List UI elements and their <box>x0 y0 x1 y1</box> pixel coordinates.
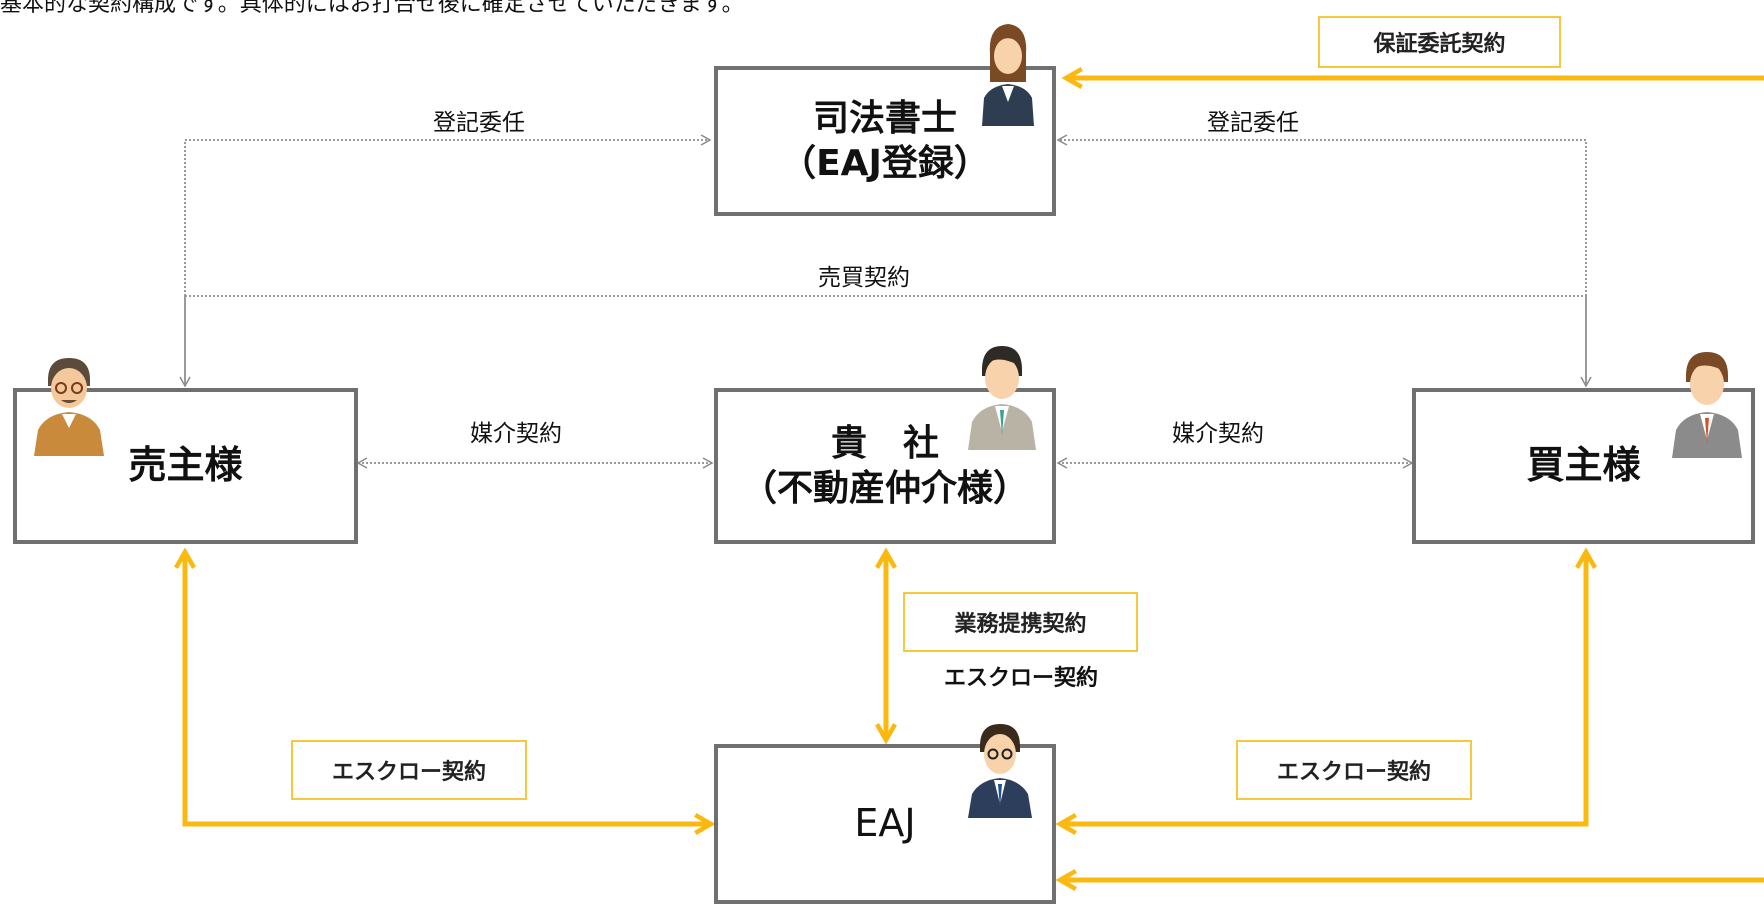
company-person-icon <box>968 346 1036 450</box>
seller-title: 売主様 <box>128 443 243 488</box>
buyer-title: 買主様 <box>1526 443 1641 488</box>
escrow-left-tag: エスクロー契約 <box>291 740 527 800</box>
baibai-label: 売買契約 <box>818 265 910 291</box>
intro-text: 基本的な契約構成です。具体的にはお打合せ後に確定させていただきます。 <box>0 0 744 17</box>
baikai-right-label: 媒介契約 <box>1172 421 1264 447</box>
escrow-left-arrow <box>174 547 716 835</box>
baikai-left-label: 媒介契約 <box>470 421 562 447</box>
toki-left-label: 登記委任 <box>433 110 525 136</box>
buyer-person-icon <box>1672 352 1742 458</box>
escrow-right-arrow <box>1055 547 1597 835</box>
escrow-right-tag: エスクロー契約 <box>1236 740 1472 800</box>
company-title: 貴 社 <box>830 423 939 464</box>
toki-left-line <box>184 134 712 384</box>
shiho-person-icon <box>982 24 1034 126</box>
company-subtitle: （不動産仲介様） <box>740 468 1029 509</box>
gyomu-tag: 業務提携契約 <box>903 592 1138 652</box>
eaj-person-icon <box>968 724 1032 818</box>
escrow-center-label: エスクロー契約 <box>944 666 1099 691</box>
toki-right-label: 登記委任 <box>1207 110 1299 136</box>
eaj-title: EAJ <box>854 801 916 846</box>
toki-right-line <box>1056 134 1587 384</box>
shiho-subtitle: （EAJ登録） <box>780 143 990 184</box>
seller-person-icon <box>34 358 104 456</box>
hosho-tag: 保証委託契約 <box>1318 16 1561 68</box>
shiho-title: 司法書士 <box>812 98 957 139</box>
